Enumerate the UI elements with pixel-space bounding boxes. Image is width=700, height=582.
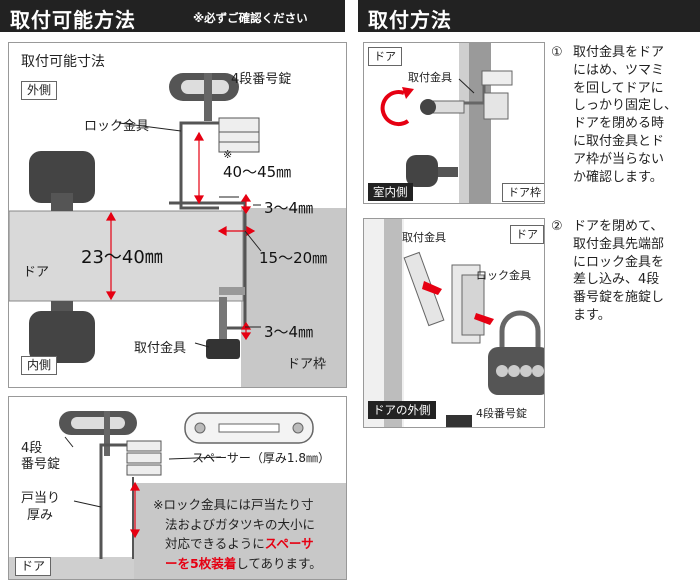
step2-body: ドアを閉めて、 取付金具先端部 にロック金具を 差し込み、4段 番号錠を施錠し … <box>573 218 664 325</box>
door-stop-label-2: 厚み <box>27 508 54 523</box>
step2-line: 差し込み、4段 <box>573 272 660 288</box>
step1-illustration: ドア 取付金具 室内側 ドア枠 <box>363 42 545 204</box>
step1-frame-tag: ドア枠 <box>502 183 544 202</box>
right-header: 取付方法 <box>358 0 700 32</box>
inner-side-tag: 内側 <box>21 356 58 375</box>
dim-top-clearance: 3〜4㎜ <box>264 199 314 217</box>
step2-door-tag: ドア <box>510 225 544 244</box>
left-header-title: 取付可能方法 <box>10 8 136 32</box>
knob-screw-shape <box>206 339 240 359</box>
spacer-note: ※ロック金具には戸当たり寸 法およびガタツキの大小に 対応できるようにスペーサ … <box>153 495 322 573</box>
spacer-note-red-2: ーを5枚装着 <box>165 555 237 571</box>
door-label: ドア <box>23 265 50 280</box>
lock-bracket-shape <box>179 121 249 210</box>
spacer-frame-shape <box>134 483 346 579</box>
step2-number: ② <box>551 219 563 234</box>
step1-line: しっかり固定し、 <box>573 98 678 114</box>
left-header: 取付可能方法 ※必ずご確認ください <box>0 0 345 32</box>
mount-bracket-shape <box>169 201 247 330</box>
left-header-note: ※必ずご確認ください <box>193 11 308 25</box>
dimensions-panel: 取付可能寸法 外側 内側 4段番号錠 ロック金具 ドア 取付金具 ドア枠 ※ 4… <box>8 42 347 388</box>
step1-body: 取付金具をドア にはめ、ツマミ を回してドアに しっかり固定し、 ドアを閉める時… <box>573 44 677 186</box>
note-mark: ※ <box>223 148 233 161</box>
step1-bracket-label: 取付金具 <box>408 71 452 84</box>
dimensions-diagram <box>9 73 346 387</box>
step1-knob-shape <box>420 99 436 115</box>
outer-side-tag: 外側 <box>21 81 58 100</box>
spacer-panel: 4段 番号錠 戸当り 厚み スペーサー（厚み1.8㎜） ドア ※ロック金具には戸… <box>8 396 347 580</box>
step1-line: にはめ、ツマミ <box>573 62 665 78</box>
dim-frame-depth: 15〜20㎜ <box>259 249 328 267</box>
step2-illustration: 取付金具 ドア ロック金具 ドアの外側 4段番号錠 <box>363 218 545 428</box>
step2-lock-bracket-label: ロック金具 <box>476 269 531 282</box>
step1-line: か確認します。 <box>573 169 663 185</box>
door-frame-label: ドア枠 <box>287 357 327 372</box>
spacer-note-line-2: 法およびガタツキの大小に <box>165 516 316 532</box>
step2-text: ② ドアを閉めて、 取付金具先端部 にロック金具を 差し込み、4段 番号錠を施錠… <box>551 218 697 338</box>
step2-line: ドアを閉めて、 <box>573 219 664 234</box>
inner-knob-shape <box>29 311 95 363</box>
step2-line: 番号錠を施錠し <box>573 290 665 306</box>
step1-line: を回してドアに <box>573 80 664 96</box>
step2-line: ます。 <box>573 307 611 323</box>
step1-door-tag: ドア <box>368 47 402 66</box>
step2-line: 取付金具先端部 <box>573 236 665 252</box>
step1-line: ア枠が当らない <box>573 151 665 167</box>
door-frame-shape <box>241 208 346 387</box>
right-header-title: 取付方法 <box>368 8 452 32</box>
outer-knob-shape <box>29 151 95 203</box>
step1-line: 取付金具をドア <box>573 45 665 60</box>
door-shape <box>9 210 244 302</box>
door-stop-label-1: 戸当り <box>21 491 61 506</box>
spacer-label: スペーサー（厚み1.8㎜） <box>192 451 331 465</box>
spacer-note-line-3: 対応できるようにスペーサ <box>165 536 314 551</box>
step1-diagram <box>380 43 513 203</box>
dim-bottom-clearance: 3〜4㎜ <box>264 323 314 341</box>
step1-number: ① <box>551 45 563 60</box>
step2-arrow-1 <box>422 281 442 295</box>
spacer-door-tag: ドア <box>15 557 52 576</box>
step2-arrow-2 <box>474 313 494 325</box>
spacer-note-line-4: ーを5枚装着してあります。 <box>165 555 322 571</box>
step1-room-tag: 室内側 <box>368 183 413 201</box>
rotate-arrow-shape <box>380 90 410 127</box>
dim-door-thickness: 23〜40㎜ <box>81 247 163 268</box>
step2-bracket-label: 取付金具 <box>402 231 446 244</box>
step2-shackle-shape <box>499 310 541 347</box>
spacer-note-red-1: スペーサ <box>264 536 314 551</box>
dim-gap: 40〜45㎜ <box>223 163 292 181</box>
dims-panel-title: 取付可能寸法 <box>21 54 105 70</box>
step1-line: に取付金具とド <box>573 133 665 149</box>
step2-padlock-label: 4段番号錠 <box>476 407 527 420</box>
step2-line: にロック金具を <box>573 254 665 270</box>
step2-diagram <box>364 219 544 427</box>
step1-line: ドアを閉める時 <box>573 116 665 132</box>
lock-bracket-label: ロック金具 <box>84 119 150 134</box>
mount-bracket-label: 取付金具 <box>134 341 187 356</box>
step1-text: ① 取付金具をドア にはめ、ツマミ を回してドアに しっかり固定し、 ドアを閉め… <box>551 44 697 194</box>
step2-door-edge-shape <box>384 219 402 427</box>
step2-outside-tag: ドアの外側 <box>368 401 436 419</box>
padlock-label: 4段番号錠 <box>231 72 292 87</box>
spacer-note-line-1: ※ロック金具には戸当たり寸 <box>153 497 314 512</box>
step1-door-edge-shape <box>469 43 491 203</box>
spacer-lock-label-2: 番号錠 <box>21 457 61 472</box>
step1-door-knob-shape <box>406 155 438 187</box>
spacer-lock-label-1: 4段 <box>21 441 43 456</box>
